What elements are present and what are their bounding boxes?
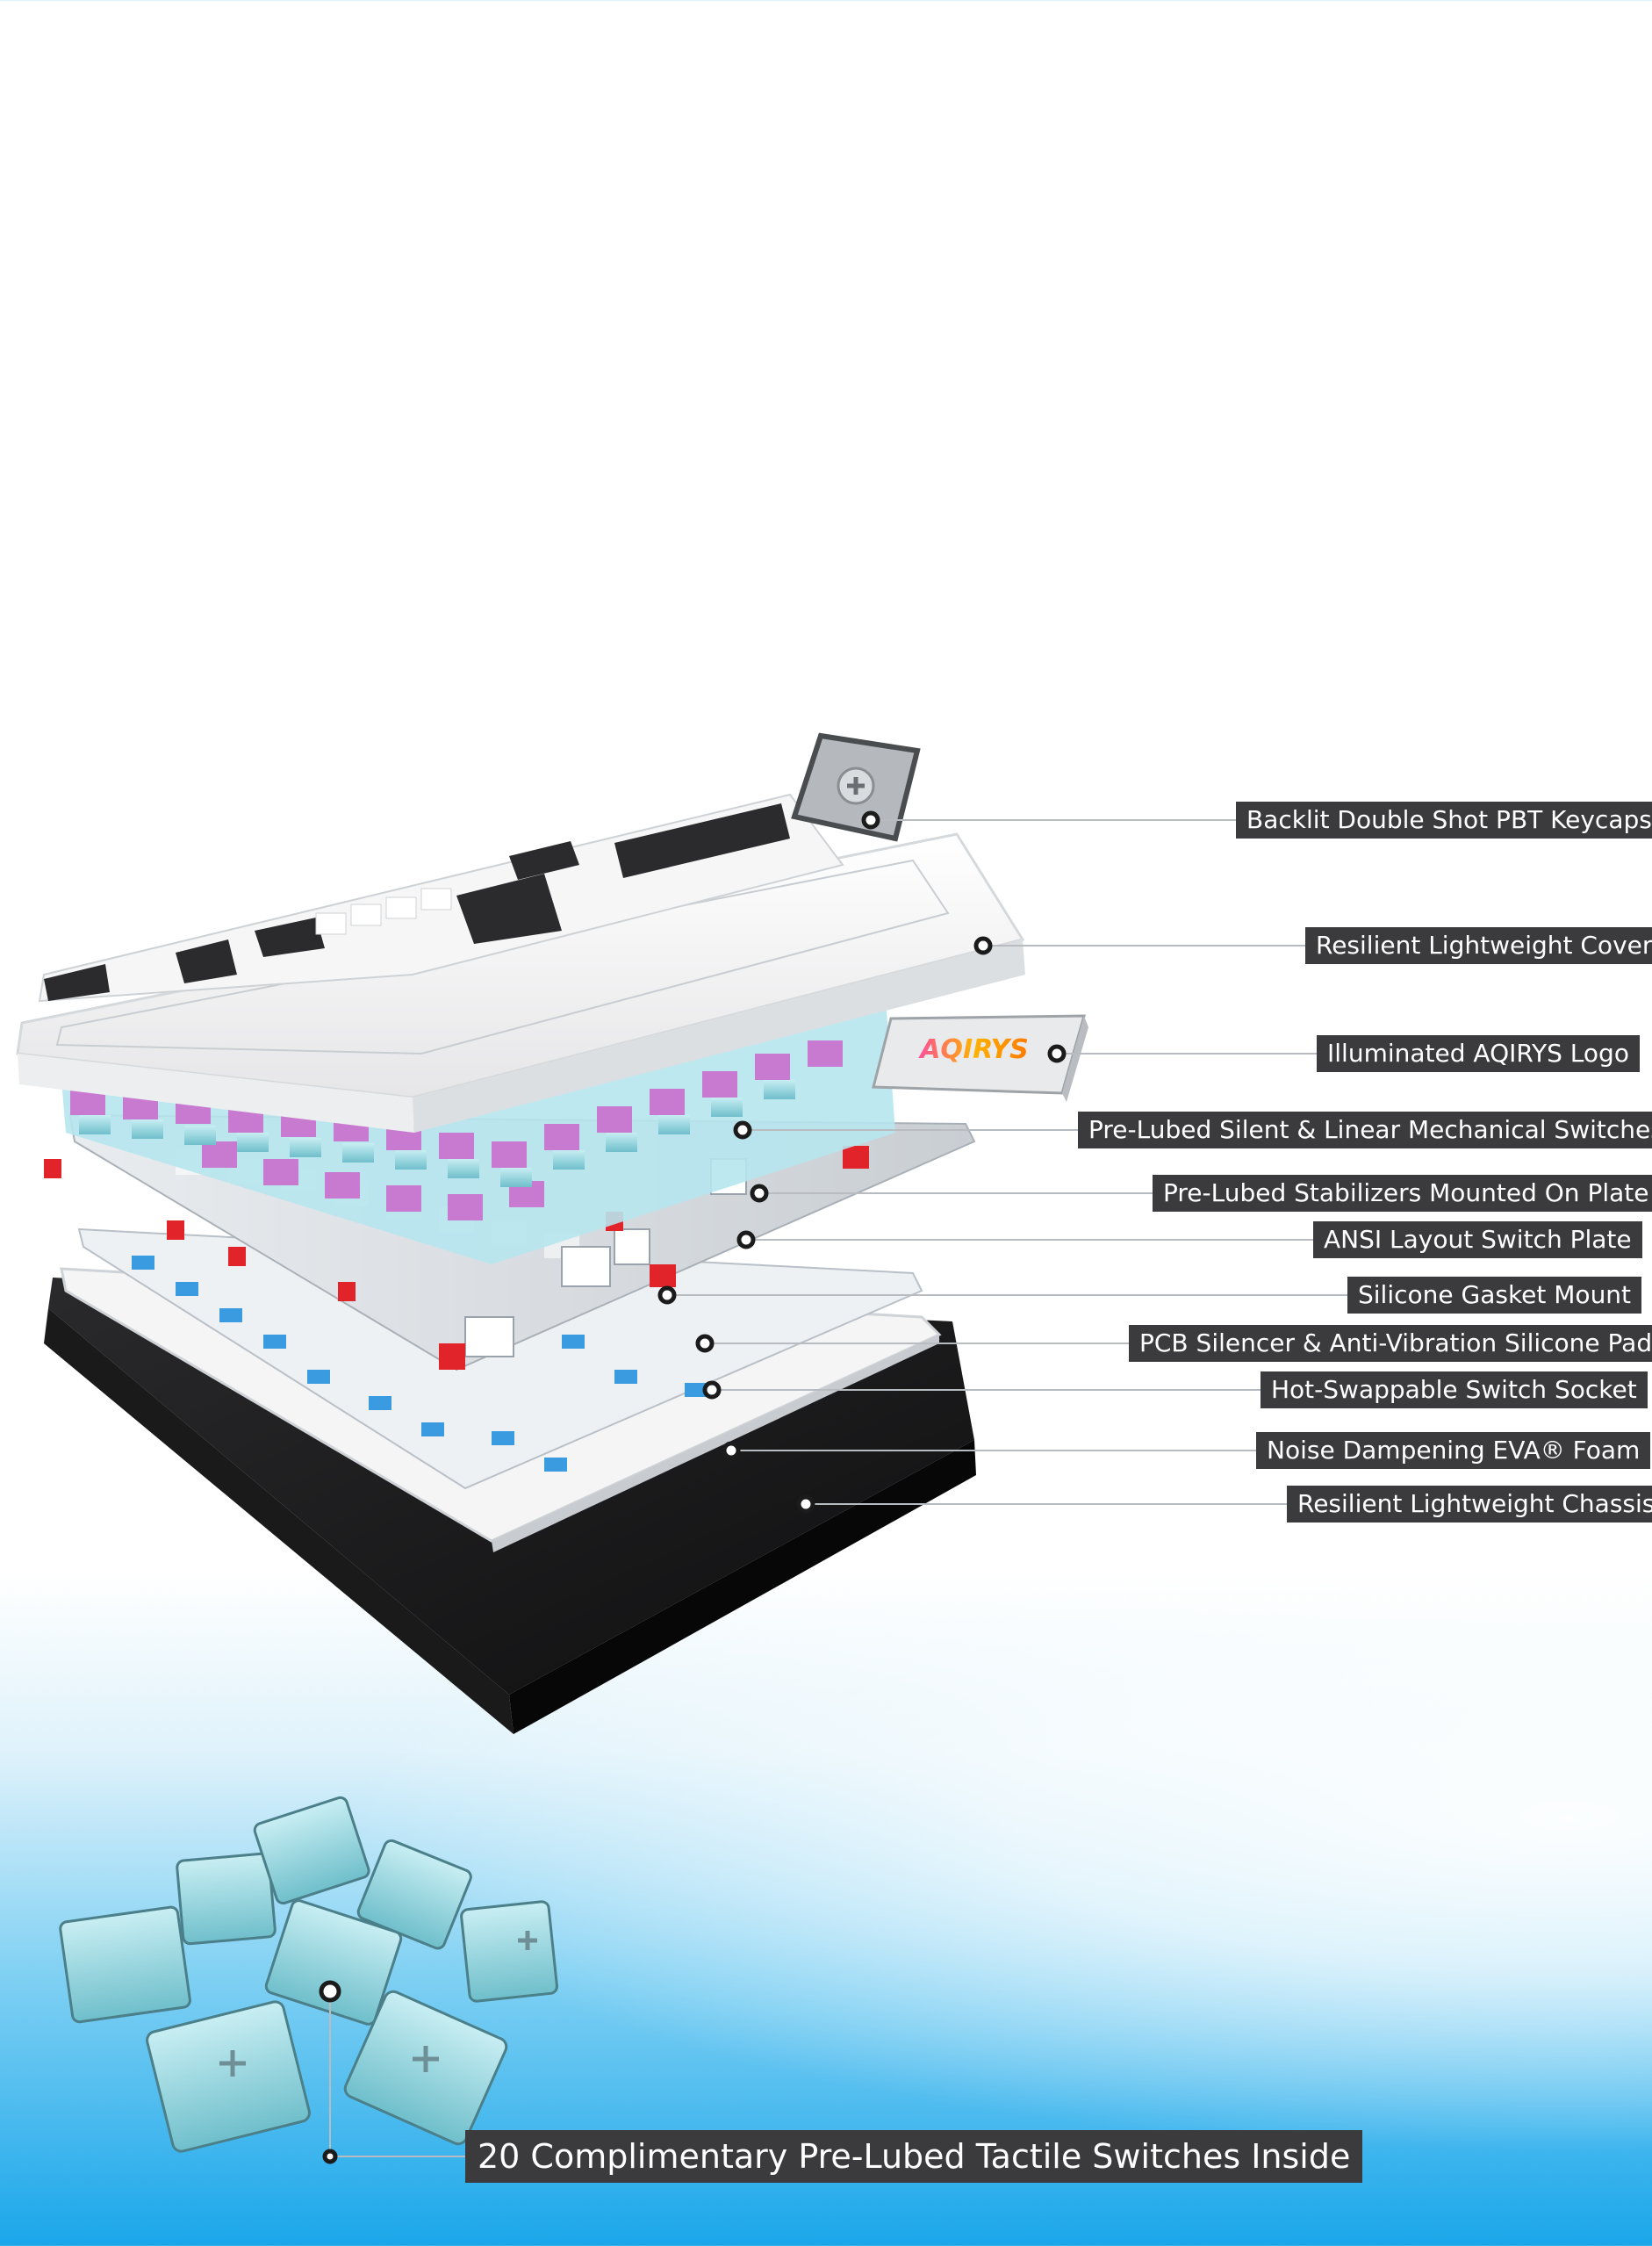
callout-stabilizers: Pre-Lubed Stabilizers Mounted On Plate — [1153, 1175, 1652, 1212]
callout-pcb-silencer: PCB Silencer & Anti-Vibration Silicone P… — [1129, 1325, 1652, 1362]
callout-socket: Hot-Swappable Switch Socket — [1261, 1371, 1648, 1408]
logo-plate — [872, 1014, 1088, 1102]
callout-cover: Resilient Lightweight Cover — [1305, 927, 1652, 964]
callout-gasket: Silicone Gasket Mount — [1347, 1277, 1642, 1314]
single-keycap — [791, 732, 921, 842]
callout-chassis: Resilient Lightweight Chassis — [1287, 1486, 1652, 1523]
pcb-layer — [77, 1227, 923, 1490]
keycaps-layer — [38, 793, 844, 1003]
callout-logo: Illuminated AQIRYS Logo — [1317, 1035, 1640, 1072]
callout-plate: ANSI Layout Switch Plate — [1313, 1221, 1642, 1258]
callout-keycaps: Backlit Double Shot PBT Keycaps — [1236, 802, 1652, 839]
callout-switches: Pre-Lubed Silent & Linear Mechanical Swi… — [1078, 1112, 1652, 1148]
brand-logo: AQIRYS — [918, 1034, 1029, 1065]
callout-complimentary-switches: 20 Complimentary Pre-Lubed Tactile Switc… — [465, 2130, 1363, 2183]
callout-dots — [319, 810, 1067, 2164]
callout-foam: Noise Dampening EVA® Foam — [1256, 1432, 1651, 1469]
loose-switches — [59, 1796, 558, 2153]
